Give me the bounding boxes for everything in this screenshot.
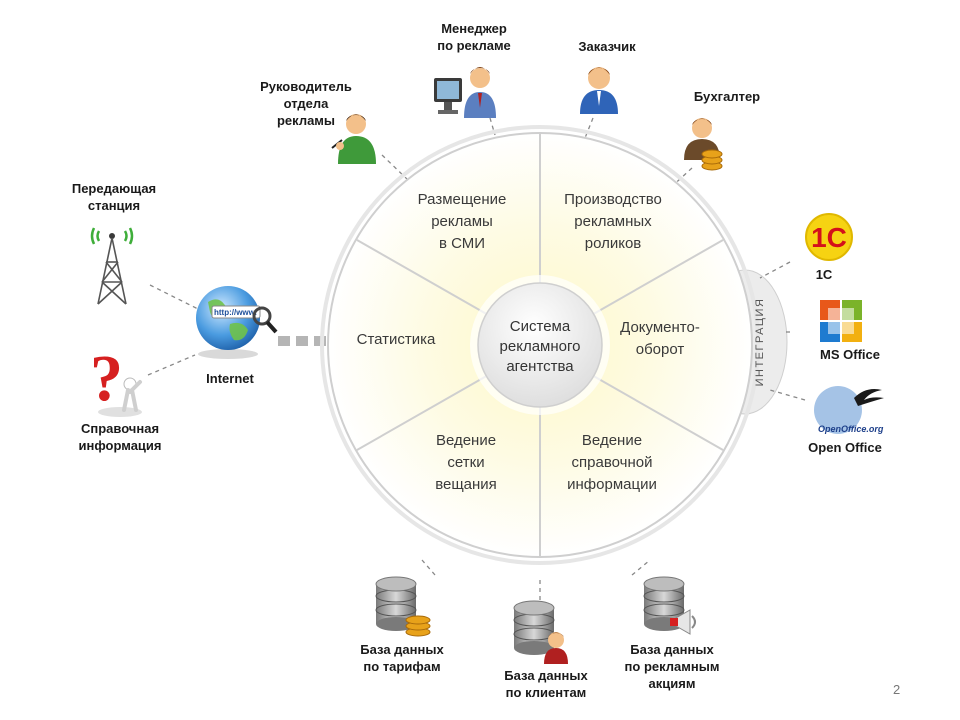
one-c-label: 1С [815,267,833,282]
internet-globe-icon: http://www. [196,286,278,359]
role-head-label: Руководитель отдела рекламы [260,79,352,128]
customer-icon [580,67,618,114]
role-customer-label: Заказчик [578,39,636,54]
integration-label: ИНТЕГРАЦИЯ [754,297,766,387]
database-tariffs-icon [375,576,431,637]
segment-dividers [356,133,724,557]
segment-production: Производство рекламных роликов [564,191,662,252]
manager-icon [434,67,496,118]
center-circle [477,282,603,408]
ms-office-logo-icon [820,300,862,342]
segment-docflow: Документо- оборот [620,319,700,358]
open-office-label: Open Office [808,440,882,455]
center-label: Система рекламного агентства [499,318,581,375]
database-promos-icon [643,576,696,635]
open-office-logo-icon: OpenOffice.org [814,386,884,434]
segment-placement: Размещение рекламы в СМИ [417,191,507,252]
accountant-icon [684,118,723,171]
db-clients-label: База данных по клиентам [504,668,588,700]
page-number: 2 [893,682,901,697]
one-c-logo-text: 1C [811,222,847,253]
station-label: Передающая станция [71,181,157,213]
role-manager-label: Менеджер по рекламе [437,21,511,53]
connectors [147,117,806,600]
internet-label: Internet [206,371,254,386]
svg-text:http://www.: http://www. [214,308,257,317]
ms-office-label: MS Office [820,347,880,362]
role-accountant-label: Бухгалтер [693,89,761,104]
db-tariffs-label: База данных по тарифам [360,642,444,674]
segment-stats: Статистика [356,331,436,348]
segment-grid: Ведение сетки вещания [435,432,497,493]
database-clients-icon [513,600,568,664]
question-mark-icon: ? [90,342,142,417]
db-promos-label: База данных по рекламным акциям [624,642,720,691]
info-label: Справочная информация [78,421,162,453]
segment-reference: Ведение справочной информации [567,432,657,493]
internet-link-dashes [278,336,326,346]
open-office-logo-text: OpenOffice.org [818,424,884,434]
head-of-department-icon [331,114,376,164]
antenna-tower-icon [90,227,134,305]
svg-text:?: ? [90,342,123,415]
one-c-logo-icon: 1C [805,213,853,261]
